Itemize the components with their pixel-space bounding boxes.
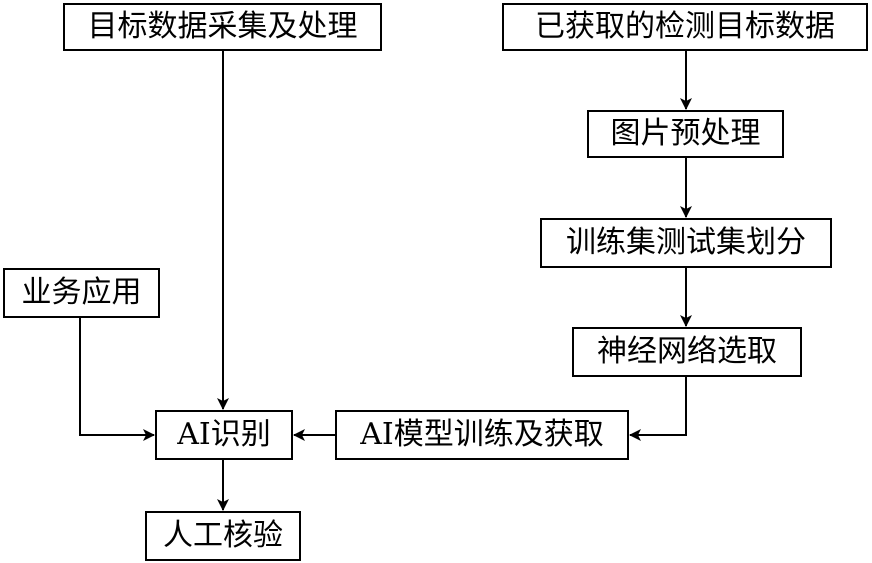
node-image-preprocess: 图片预处理 xyxy=(587,110,784,158)
node-train-test-split: 训练集测试集划分 xyxy=(540,218,832,268)
node-label: AI模型训练及获取 xyxy=(360,417,604,452)
node-label: 神经网络选取 xyxy=(597,334,777,369)
node-network-selection: 神经网络选取 xyxy=(572,327,802,377)
node-label: AI识别 xyxy=(177,417,271,452)
node-label: 人工核验 xyxy=(163,518,283,553)
node-model-training: AI模型训练及获取 xyxy=(335,410,629,460)
node-target-data-collection: 目标数据采集及处理 xyxy=(63,3,382,51)
node-manual-verification: 人工核验 xyxy=(145,511,301,561)
edge-business-to-recognize xyxy=(79,318,155,441)
edge-network-to-model xyxy=(629,377,687,441)
node-acquired-target-data: 已获取的检测目标数据 xyxy=(502,3,868,51)
node-label: 训练集测试集划分 xyxy=(566,225,806,260)
node-label: 图片预处理 xyxy=(610,116,761,151)
node-ai-recognition: AI识别 xyxy=(155,410,293,460)
node-label: 已获取的检测目标数据 xyxy=(535,9,835,44)
node-label: 业务应用 xyxy=(21,275,142,310)
node-label: 目标数据采集及处理 xyxy=(87,9,358,44)
node-business-application: 业务应用 xyxy=(3,268,160,318)
